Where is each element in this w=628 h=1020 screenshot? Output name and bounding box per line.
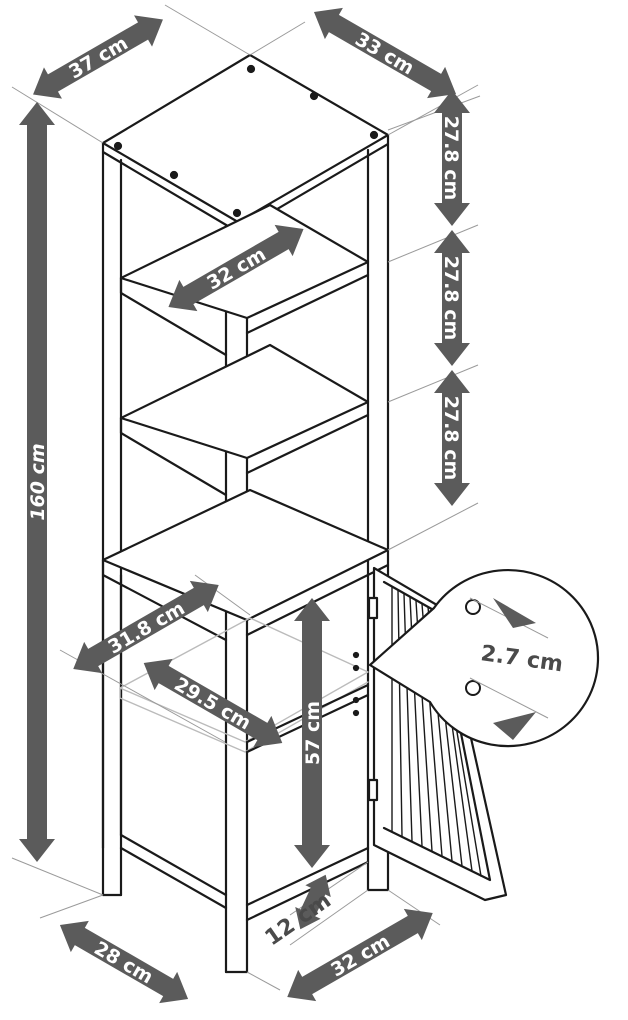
shelf-2	[119, 343, 370, 497]
top-panel	[101, 53, 390, 224]
dimension-foot-height	[295, 874, 331, 930]
callout-arrow-up	[493, 712, 536, 740]
cabinet-body	[101, 573, 370, 922]
top-screw-hole-1	[113, 141, 123, 151]
dimension-total-height: 160 cm	[19, 102, 55, 862]
dimension-inner-shelf-width: 29.5 cm	[143, 658, 283, 748]
top-screw-hole-4	[169, 170, 179, 180]
label-foot-height: 12 cm	[261, 888, 336, 951]
dimension-shelf-gap-1: 27.8 cm	[434, 90, 470, 226]
shelf-pin-hole-3	[352, 696, 360, 704]
dimension-cabinet-height: 57 cm	[294, 598, 330, 868]
door-hinge-top	[367, 596, 379, 620]
label-shelf-gap-1: 27.8 cm	[440, 116, 462, 201]
dimension-base-depth: 28 cm	[59, 920, 189, 1004]
hole-spacing-callout: 2.7 cm	[368, 568, 600, 748]
label-total-height: 160 cm	[27, 443, 49, 520]
dimension-shelf-gap-3: 27.8 cm	[434, 370, 470, 506]
top-screw-hole-5	[232, 208, 242, 218]
dimension-top-width: 37 cm	[33, 15, 163, 99]
callout-arrow-down	[493, 598, 536, 628]
label-shelf-gap-2: 27.8 cm	[440, 256, 462, 341]
top-screw-hole-2	[246, 64, 256, 74]
shelf-1	[119, 203, 370, 357]
label-base-width: 32 cm	[327, 930, 394, 981]
label-cabinet-inner-width: 31.8 cm	[104, 597, 188, 658]
label-top-depth: 33 cm	[351, 28, 418, 79]
callout-bubble	[368, 568, 600, 748]
callout-hole-bottom	[465, 680, 481, 696]
label-top-width: 37 cm	[65, 32, 132, 83]
shelf-pin-hole-4	[352, 709, 360, 717]
door-hinge-bottom	[367, 778, 379, 802]
top-screw-hole-6	[369, 130, 379, 140]
dimension-top-depth: 33 cm	[313, 7, 457, 99]
label-shelf-gap-3: 27.8 cm	[440, 396, 462, 481]
shelf-pin-hole-2	[352, 664, 360, 672]
label-cabinet-height: 57 cm	[302, 701, 324, 765]
top-screw-hole-3	[309, 91, 319, 101]
dimension-shelf-gap-2: 27.8 cm	[434, 230, 470, 366]
label-base-depth: 28 cm	[90, 937, 157, 988]
left-back-post	[101, 150, 123, 897]
shelf-pin-hole-1	[352, 651, 360, 659]
